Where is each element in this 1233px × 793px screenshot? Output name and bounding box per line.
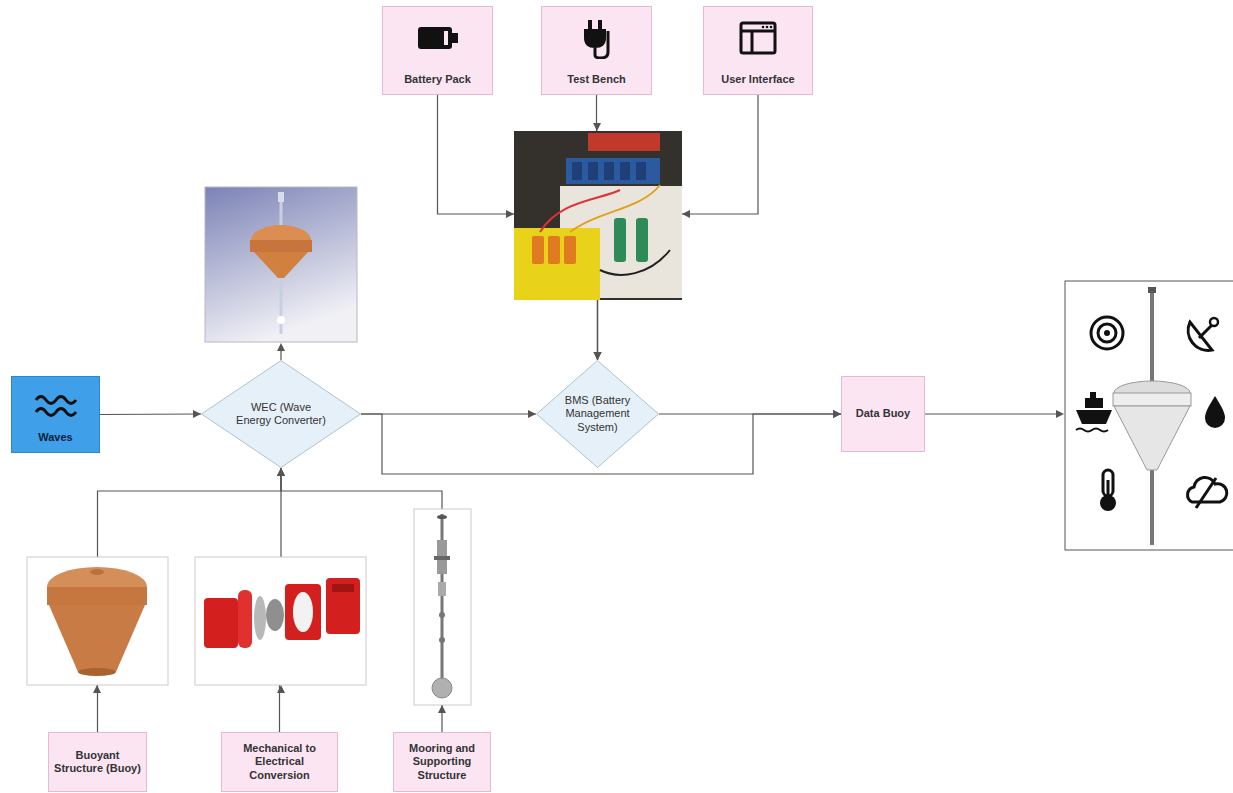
arrowhead [1056,410,1064,418]
text-group: Test Bench [567,73,625,86]
diamond-shape [202,361,361,468]
text-group: Data Buoy [856,407,910,420]
output-box: Data Buoy [841,376,925,452]
decision-diamond: WEC (Wave Energy Converter) [201,360,361,468]
node-label: User Interface [721,73,794,86]
text-group: User Interface [721,73,794,86]
arrowhead [833,410,841,418]
arrowhead [93,685,101,693]
test-bench-photo [514,131,682,300]
arrowhead [833,410,841,418]
input-box: Test Bench [541,6,652,95]
node-label: Battery Pack [404,73,471,86]
input-box: User Interface [703,6,813,95]
component-box: Buoyant Structure (Buoy) [48,732,147,792]
text-group: Buoyant Structure (Buoy) [53,749,142,775]
arrowhead [594,352,602,360]
text-group: Mooring and Supporting Structure [398,742,486,782]
generator-render [195,557,366,685]
component-box: Mechanical to Electrical Conversion [221,732,338,792]
arrowhead [277,468,285,476]
text-group: WEC (Wave Energy Converter) [233,401,329,427]
arrowhead [594,352,602,360]
connector-line [659,413,841,414]
arrowhead [438,705,446,713]
text-group: Battery Pack [404,73,471,86]
connector [659,410,841,418]
wec-render [205,187,357,342]
connector-line [361,413,536,414]
arrowhead [506,210,514,218]
node-label: Mooring and Supporting Structure [398,742,486,782]
component-box: Mooring and Supporting Structure [393,732,491,792]
decision-diamond: BMS (Battery Management System) [536,360,659,468]
arrowhead [594,352,602,360]
plug-icon [581,19,613,59]
arrowhead [277,468,285,476]
node-label: Buoyant Structure (Buoy) [53,749,142,775]
source-box: Waves [11,376,100,453]
data-buoy-panel [1065,281,1233,550]
connector-line [100,413,201,415]
text-group: Waves [38,431,72,444]
arrowhead [277,685,285,693]
node-label: Mechanical to Electrical Conversion [226,742,333,782]
node-label: Data Buoy [856,407,910,420]
battery-icon [416,23,460,53]
node-label: BMS (Battery Management System) [561,394,635,434]
text-group: BMS (Battery Management System) [561,394,635,434]
node-label: Test Bench [567,73,625,86]
arrowhead [528,410,536,418]
waves-icon [33,389,79,419]
text-group: Mechanical to Electrical Conversion [226,742,333,782]
connector [361,410,536,418]
mooring-render [414,509,471,705]
output-arrow [925,413,1058,414]
diamond-shape [537,361,659,468]
arrowhead [682,210,690,218]
connector [100,410,201,418]
arrowhead [277,468,285,476]
arrowhead [193,410,201,418]
arrowhead [277,343,285,351]
window-icon [739,21,777,55]
node-label: Waves [38,431,72,444]
buoy-render [27,557,168,685]
node-label: WEC (Wave Energy Converter) [233,401,329,427]
arrowhead [593,123,601,131]
input-box: Battery Pack [382,6,493,95]
